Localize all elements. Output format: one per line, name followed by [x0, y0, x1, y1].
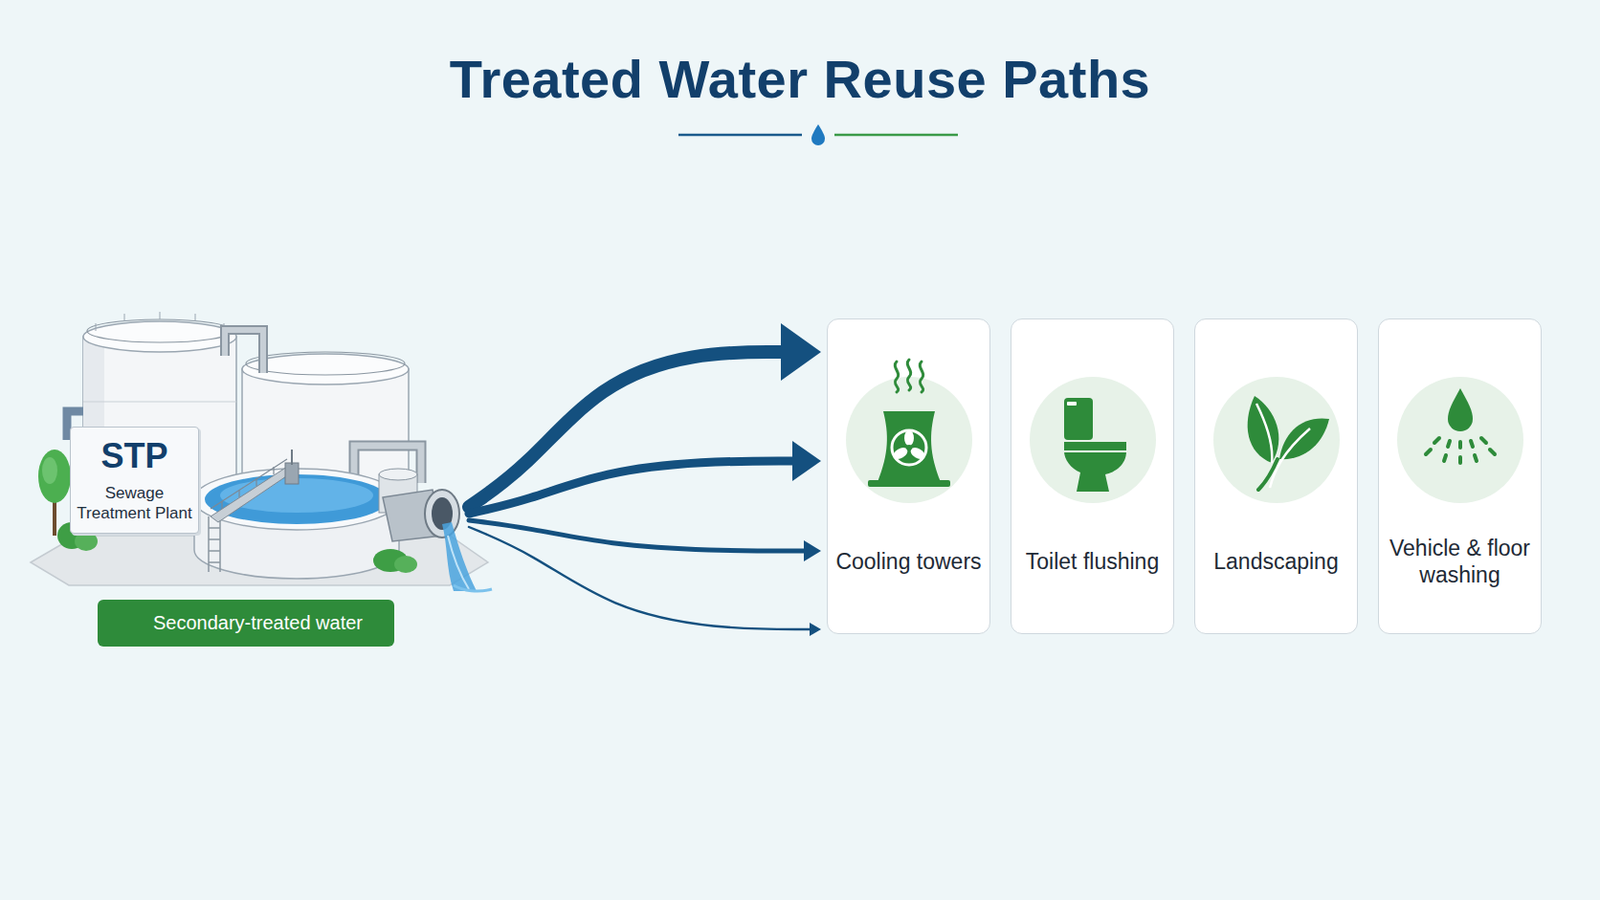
- plant-sign: STP Sewage Treatment Plant: [69, 426, 200, 534]
- arrow-shaft: [468, 527, 812, 630]
- arrow-head: [792, 441, 822, 482]
- diagram-title: Treated Water Reuse Paths: [0, 47, 1600, 111]
- flow-arrow: [468, 527, 822, 637]
- arrow-shaft: [468, 461, 795, 514]
- plant-drawing: [30, 311, 492, 592]
- water-badge: Secondary-treated water: [97, 600, 395, 647]
- arrow-shaft: [468, 520, 806, 552]
- plant-abbrev: STP: [76, 437, 193, 476]
- title-divider: [678, 124, 958, 146]
- reuse-card: Toilet flushing: [1010, 318, 1175, 635]
- flow-arrow: [468, 520, 822, 562]
- reuse-card: Cooling towers: [826, 318, 991, 635]
- use-label: Cooling towers: [833, 548, 984, 576]
- use-icon: [1378, 319, 1543, 512]
- arrow-head: [803, 540, 822, 562]
- arrow-head: [780, 323, 822, 381]
- node-label: Sewage Treatment Plant: [76, 483, 193, 525]
- reuse-card: Vehicle & floor washing: [1377, 318, 1542, 635]
- arrow-shaft: [468, 352, 783, 508]
- use-label: Toilet flushing: [1017, 548, 1168, 576]
- use-label: Vehicle & floor washing: [1384, 534, 1535, 589]
- use-icon: [1011, 319, 1176, 512]
- node-label: Secondary-treated water: [153, 612, 363, 635]
- flow-arrow: [468, 323, 822, 508]
- use-icon: [827, 319, 992, 512]
- use-label: Landscaping: [1200, 548, 1352, 576]
- use-icon: [1195, 319, 1359, 512]
- arrow-head: [809, 622, 822, 637]
- reuse-card: Landscaping: [1194, 318, 1358, 635]
- flow-arrow: [468, 441, 822, 514]
